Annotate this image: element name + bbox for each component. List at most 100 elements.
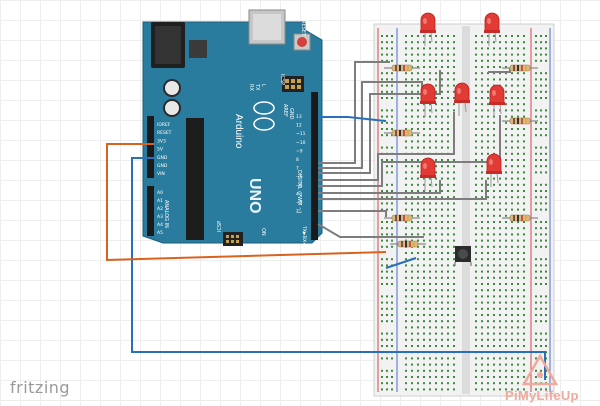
breadboard-hole <box>423 190 425 192</box>
breadboard-hole <box>381 338 383 341</box>
push-button-cap[interactable] <box>458 249 468 259</box>
breadboard-hole <box>381 301 383 304</box>
wire-button-gnd[interactable] <box>385 257 417 269</box>
breadboard-hole <box>475 90 477 93</box>
breadboard-hole <box>487 239 489 242</box>
resistor[interactable] <box>384 214 420 222</box>
breadboard-hole <box>441 239 443 242</box>
digital-pin-label: 7 <box>296 166 299 172</box>
breadboard-hole <box>411 183 413 186</box>
resistor[interactable] <box>384 129 420 137</box>
breadboard-hole <box>386 307 388 310</box>
push-button[interactable] <box>454 246 472 266</box>
watermark-text: PiMyLifeUp <box>505 388 579 403</box>
breadboard-hole <box>487 47 489 50</box>
breadboard-hole <box>475 388 477 391</box>
wire-5v[interactable] <box>106 143 387 262</box>
breadboard-hole <box>517 332 519 335</box>
wire-pin-10[interactable] <box>318 61 390 164</box>
breadboard-hole <box>405 121 407 124</box>
breadboard-hole <box>411 376 413 378</box>
breadboard-hole <box>447 326 449 329</box>
breadboard-hole <box>386 320 388 323</box>
wire-pin-2[interactable] <box>317 223 424 238</box>
breadboard-hole <box>386 109 388 112</box>
breadboard-hole <box>505 301 507 304</box>
breadboard-hole <box>493 121 495 124</box>
breadboard-hole <box>411 78 413 81</box>
breadboard-hole <box>435 202 437 205</box>
resistor[interactable] <box>502 214 538 222</box>
breadboard-hole <box>411 239 413 242</box>
breadboard-hole <box>517 84 519 87</box>
wire-pin-8[interactable] <box>318 70 441 174</box>
led[interactable] <box>484 12 500 46</box>
breadboard-hole <box>391 159 393 161</box>
breadboard-hole <box>453 320 455 323</box>
breadboard-hole <box>429 320 431 323</box>
breadboard-hole <box>523 245 525 248</box>
breadboard-hole <box>441 227 443 230</box>
breadboard-hole <box>429 283 431 285</box>
breadboard-hole <box>381 208 383 211</box>
breadboard-hole <box>545 338 547 341</box>
wire-gnd-long[interactable] <box>131 157 546 380</box>
breadboard-hole <box>423 221 425 223</box>
breadboard-hole <box>475 258 477 261</box>
breadboard-hole <box>411 233 413 236</box>
breadboard-hole <box>417 78 419 81</box>
breadboard-hole <box>417 276 419 279</box>
analog-header <box>147 186 154 236</box>
breadboard-hole <box>535 84 537 87</box>
breadboard-hole <box>475 146 477 149</box>
resistor[interactable] <box>502 117 538 125</box>
breadboard-hole <box>447 140 449 143</box>
breadboard-hole <box>517 363 519 366</box>
breadboard-hole <box>487 252 489 254</box>
breadboard-hole <box>429 190 431 192</box>
breadboard-hole <box>545 97 547 99</box>
breadboard-hole <box>540 41 542 44</box>
breadboard-hole <box>487 283 489 285</box>
breadboard-hole <box>405 171 407 174</box>
breadboard-hole <box>499 72 501 75</box>
resistor[interactable] <box>390 240 426 248</box>
breadboard-hole <box>517 140 519 143</box>
breadboard-hole <box>535 165 537 168</box>
breadboard-hole <box>423 258 425 261</box>
wire-gnd-to-rail[interactable] <box>318 116 387 122</box>
breadboard-hole <box>481 66 483 68</box>
breadboard-hole <box>517 221 519 223</box>
wire-pin-4[interactable] <box>318 180 487 200</box>
breadboard-hole <box>435 338 437 341</box>
breadboard-hole <box>429 239 431 242</box>
breadboard-hole <box>391 376 393 378</box>
led[interactable] <box>489 84 505 118</box>
resistor[interactable] <box>502 64 538 72</box>
led[interactable] <box>420 83 436 117</box>
breadboard-hole <box>511 283 513 285</box>
breadboard-hole <box>453 276 455 279</box>
breadboard-hole <box>447 202 449 205</box>
resistor[interactable] <box>384 64 420 72</box>
wire-pin-5[interactable] <box>318 180 441 194</box>
led[interactable] <box>420 157 436 191</box>
breadboard-hole <box>499 338 501 341</box>
breadboard-hole <box>487 84 489 87</box>
led[interactable] <box>454 82 470 116</box>
breadboard-hole <box>487 326 489 329</box>
breadboard-hole <box>545 90 547 93</box>
led[interactable] <box>486 153 502 187</box>
digital-pin-label: 8 <box>296 157 299 163</box>
breadboard-hole <box>481 202 483 205</box>
breadboard-hole <box>475 152 477 155</box>
wire-pin-3[interactable] <box>318 210 387 217</box>
breadboard-hole <box>447 382 449 385</box>
breadboard-hole <box>381 270 383 273</box>
breadboard-hole <box>447 115 449 118</box>
breadboard-hole <box>391 35 393 37</box>
led[interactable] <box>420 12 436 46</box>
reset-button-cap[interactable] <box>297 37 307 47</box>
wire-pin-7[interactable] <box>318 112 455 181</box>
wire-pin-6[interactable] <box>318 115 501 187</box>
